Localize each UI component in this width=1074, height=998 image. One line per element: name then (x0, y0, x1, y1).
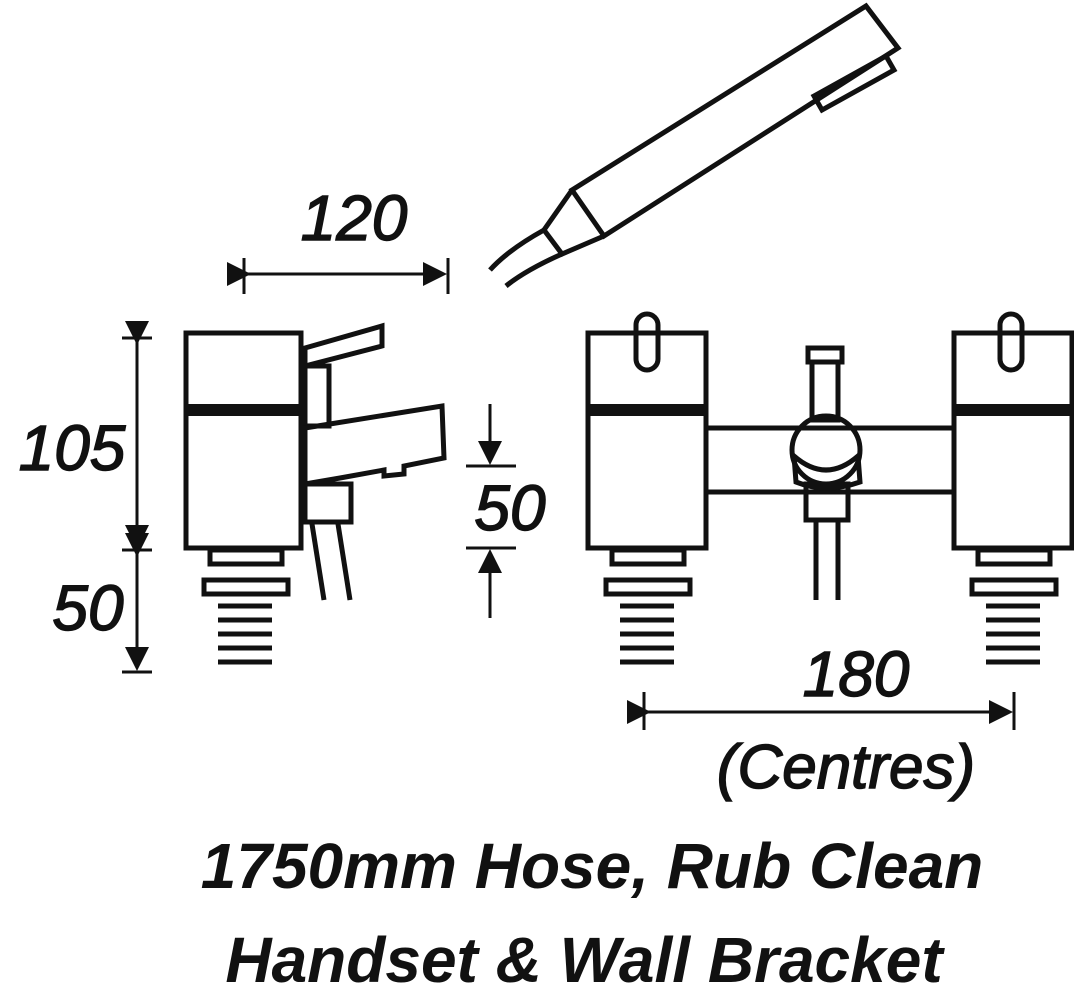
side-lower-block (302, 481, 354, 525)
front-band-left (588, 404, 706, 416)
front-tail-collar-right (975, 547, 1053, 567)
dimension-120-label: 120 (301, 182, 408, 254)
side-tail-nut (201, 577, 291, 597)
handset-body (568, 2, 902, 240)
front-body-right (951, 330, 1074, 551)
hose-upper-a (488, 227, 546, 272)
dimension-50-tail-label: 50 (52, 572, 124, 644)
side-hose-a (309, 523, 327, 601)
caption-line-1: 1750mm Hose, Rub Clean (201, 830, 984, 902)
side-hose-b (335, 523, 353, 601)
front-tail-thread-left (620, 603, 674, 665)
side-lever (302, 322, 385, 370)
side-spout (302, 403, 447, 487)
front-tail-nut-left (603, 577, 693, 597)
side-body-band (186, 404, 301, 416)
front-lever-right (997, 311, 1025, 373)
front-view (585, 311, 1074, 665)
front-tail-thread-right (986, 603, 1040, 665)
front-band-right (954, 404, 1072, 416)
dimension-vertical-left: 105 50 (18, 321, 152, 674)
front-lever-left (633, 311, 661, 373)
side-tail-thread (218, 603, 272, 665)
side-body (183, 330, 304, 551)
dimension-spout-50-label: 50 (474, 472, 546, 544)
side-tail-collar (207, 547, 285, 567)
dimension-180-label: 180 (803, 638, 910, 710)
front-body-left (585, 330, 709, 551)
handset-neck (540, 188, 605, 258)
hose-upper-b (504, 251, 564, 288)
side-stem (302, 363, 332, 429)
dimension-spout-50: 50 (466, 404, 547, 618)
dimension-105-label: 105 (19, 412, 126, 484)
dimension-centres-label: (Centres) (717, 733, 975, 802)
caption-line-2: Handset & Wall Bracket (225, 924, 945, 996)
handset-face (810, 52, 898, 114)
dimension-120: 120 (227, 181, 450, 294)
front-tail-nut-right (969, 577, 1059, 597)
shower-handset (488, 2, 902, 288)
diverter-stem (809, 359, 841, 423)
side-view (183, 322, 447, 665)
front-tail-collar-left (609, 547, 687, 567)
dimension-180: 180 (Centres) (627, 637, 1016, 803)
front-lower-block (803, 481, 851, 523)
